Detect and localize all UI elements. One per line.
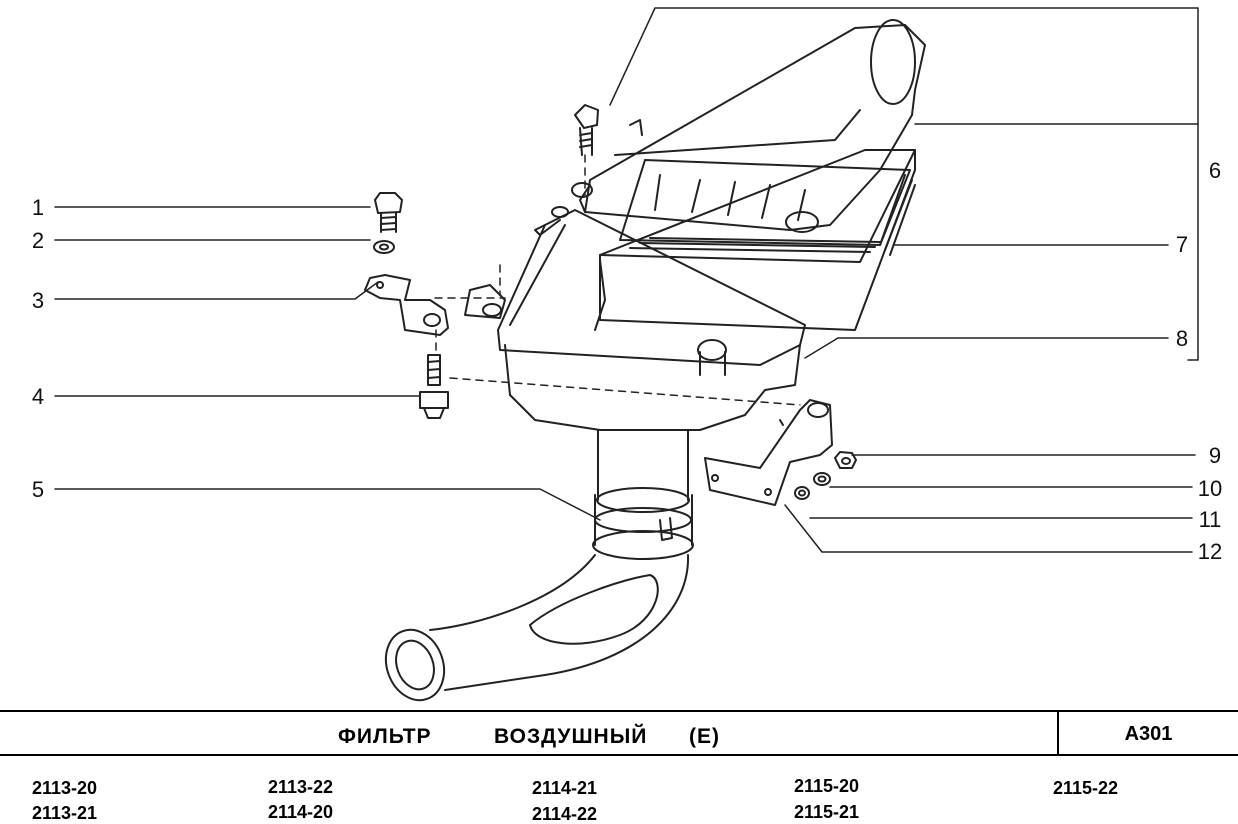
stud-part-4 xyxy=(419,354,449,419)
housing-part-8 xyxy=(464,206,806,431)
bolt-part-1 xyxy=(374,192,403,233)
model-code: 2113-21 xyxy=(32,803,98,823)
model-code: 2114-22 xyxy=(532,804,598,824)
diagram-title: ФИЛЬТР ВОЗДУШНЫЙ (Е) xyxy=(337,725,721,748)
title-divider xyxy=(1057,712,1059,754)
cover-part-6 xyxy=(571,19,926,233)
diagram-code: А301 xyxy=(1124,723,1173,745)
model-code: 2113-22 xyxy=(268,777,334,797)
callout-11: 11 xyxy=(1199,507,1222,532)
title-bar: ФИЛЬТР ВОЗДУШНЫЙ (Е) А301 xyxy=(0,710,1238,756)
callout-6: 6 xyxy=(1209,158,1221,183)
housing-neck xyxy=(596,429,690,513)
callout-5: 5 xyxy=(32,477,44,502)
cover-bolt xyxy=(574,104,599,156)
nut-part-9 xyxy=(834,451,857,469)
model-code: 2115-22 xyxy=(1053,778,1119,798)
callout-1: 1 xyxy=(32,195,44,220)
callout-2: 2 xyxy=(32,228,44,253)
callout-4: 4 xyxy=(32,384,44,409)
callout-10: 10 xyxy=(1198,476,1222,501)
washer-part-2 xyxy=(373,240,395,254)
model-code: 2113-20 xyxy=(32,778,98,798)
assembly-guides xyxy=(434,154,801,406)
filter-element-part-7 xyxy=(599,149,916,331)
rear-bracket-part-12 xyxy=(704,399,833,506)
washer-part-10 xyxy=(813,472,831,486)
washer-part-11 xyxy=(794,486,810,500)
intake-duct xyxy=(384,554,690,702)
clamp-part-5 xyxy=(592,494,694,560)
bracket-part-3 xyxy=(364,274,449,336)
model-code: 2114-20 xyxy=(268,802,334,822)
callout-9: 9 xyxy=(1209,443,1221,468)
callout-12: 12 xyxy=(1198,539,1222,564)
model-code: 2114-21 xyxy=(532,778,598,798)
leader-lines xyxy=(54,7,1199,553)
callout-8: 8 xyxy=(1176,326,1188,351)
model-code: 2115-20 xyxy=(794,776,860,796)
callout-3: 3 xyxy=(32,288,44,313)
model-code: 2115-21 xyxy=(794,802,860,822)
callout-7: 7 xyxy=(1176,232,1188,257)
